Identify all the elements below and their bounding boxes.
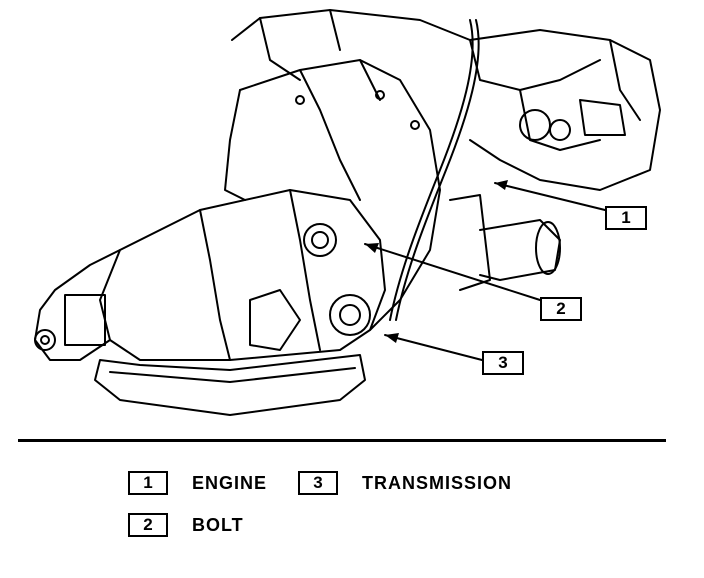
transmission-engine-illustration	[34, 9, 661, 416]
legend-label: ENGINE	[192, 472, 268, 493]
divider-line	[18, 439, 666, 442]
leader-line-2	[364, 243, 541, 301]
arrowhead-3	[385, 333, 399, 343]
callout-3: 3	[482, 351, 524, 375]
leader-line-1	[494, 182, 606, 211]
legend-item-bolt: 2 BOLT	[128, 512, 244, 538]
dipstick-tube	[389, 19, 474, 321]
legend-number: 3	[298, 471, 338, 495]
bell-housing	[224, 59, 441, 331]
starter-motor	[449, 194, 561, 291]
leader-line-3	[384, 334, 483, 361]
transmission-case	[99, 189, 386, 361]
callout-2: 2	[540, 297, 582, 321]
tail-housing	[34, 249, 121, 361]
legend-label: BOLT	[192, 514, 244, 535]
legend-number: 2	[128, 513, 168, 537]
legend-label: TRANSMISSION	[362, 472, 513, 493]
arrowhead-2	[365, 243, 379, 253]
oil-pan	[94, 354, 366, 416]
legend-number: 1	[128, 471, 168, 495]
legend-item-transmission: 3 TRANSMISSION	[298, 470, 512, 496]
callout-1: 1	[605, 206, 647, 230]
legend-item-engine: 1 ENGINE	[128, 470, 267, 496]
arrowhead-1	[495, 180, 508, 190]
